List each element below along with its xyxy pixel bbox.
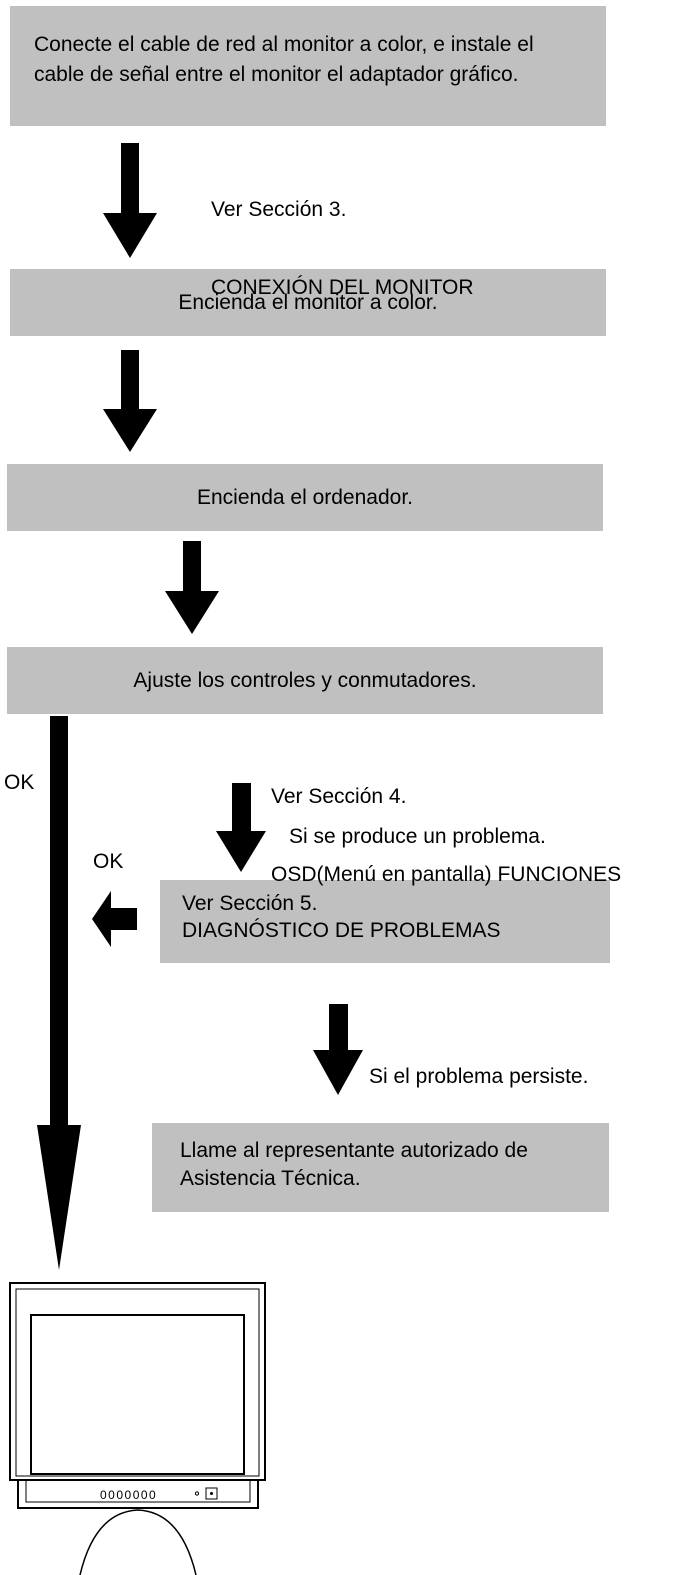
ref-section4-label: Ver Sección 4. OSD(Menú en pantalla) FUN… (271, 785, 622, 886)
step-adjust-text: Ajuste los controles y conmutadores. (133, 668, 477, 692)
troubleshooting-ref: Ver Sección 5. (182, 892, 318, 915)
arrow-down-problem (216, 783, 266, 872)
step-connect-text: Conecte el cable de red al monitor a col… (34, 33, 534, 86)
troubleshooting-title: DIAGNÓSTICO DE PROBLEMAS (182, 919, 501, 942)
step-box-troubleshooting: Ver Sección 5. DIAGNÓSTICO DE PROBLEMAS (160, 880, 610, 963)
step-box-call-support: Llame al representante autorizado de Asi… (152, 1123, 609, 1212)
ok-side-label: OK (93, 850, 124, 873)
step-power-computer-text: Encienda el ordenador. (197, 485, 413, 509)
call-support-line2: Asistencia Técnica. (180, 1167, 361, 1190)
call-support-line1: Llame al representante autorizado de (180, 1139, 528, 1162)
ok-main-label: OK (4, 771, 35, 794)
power-button (205, 1487, 218, 1500)
arrow-down-persists (313, 1004, 363, 1095)
monitor-bezel-inner (15, 1288, 260, 1477)
if-problem-label: Si se produce un problema. (289, 825, 546, 848)
arrow-down-2 (103, 350, 157, 452)
monitor-bezel (9, 1282, 266, 1481)
monitor-control-buttons: 0000000 (100, 1488, 157, 1502)
step-box-adjust-controls: Ajuste los controles y conmutadores. (7, 647, 603, 714)
if-persists-label: Si el problema persiste. (369, 1065, 589, 1088)
monitor-screen (30, 1314, 245, 1475)
power-led (194, 1491, 200, 1496)
step-box-power-computer: Encienda el ordenador. (7, 464, 603, 531)
step-power-monitor-text: Encienda el monitor a color. (178, 290, 438, 314)
arrow-down-1 (103, 143, 157, 258)
monitor-illustration (9, 1282, 266, 1575)
arrow-ok-long (37, 716, 81, 1270)
monitor-stand (79, 1509, 197, 1575)
step-box-power-monitor: Encienda el monitor a color. (10, 269, 606, 336)
arrow-down-3 (165, 541, 219, 634)
ref-section3-label: Ver Sección 3. CONEXIÓN DEL MONITOR (211, 198, 474, 299)
arrow-left-ok (92, 891, 137, 947)
step-box-connect-cables: Conecte el cable de red al monitor a col… (10, 6, 606, 126)
